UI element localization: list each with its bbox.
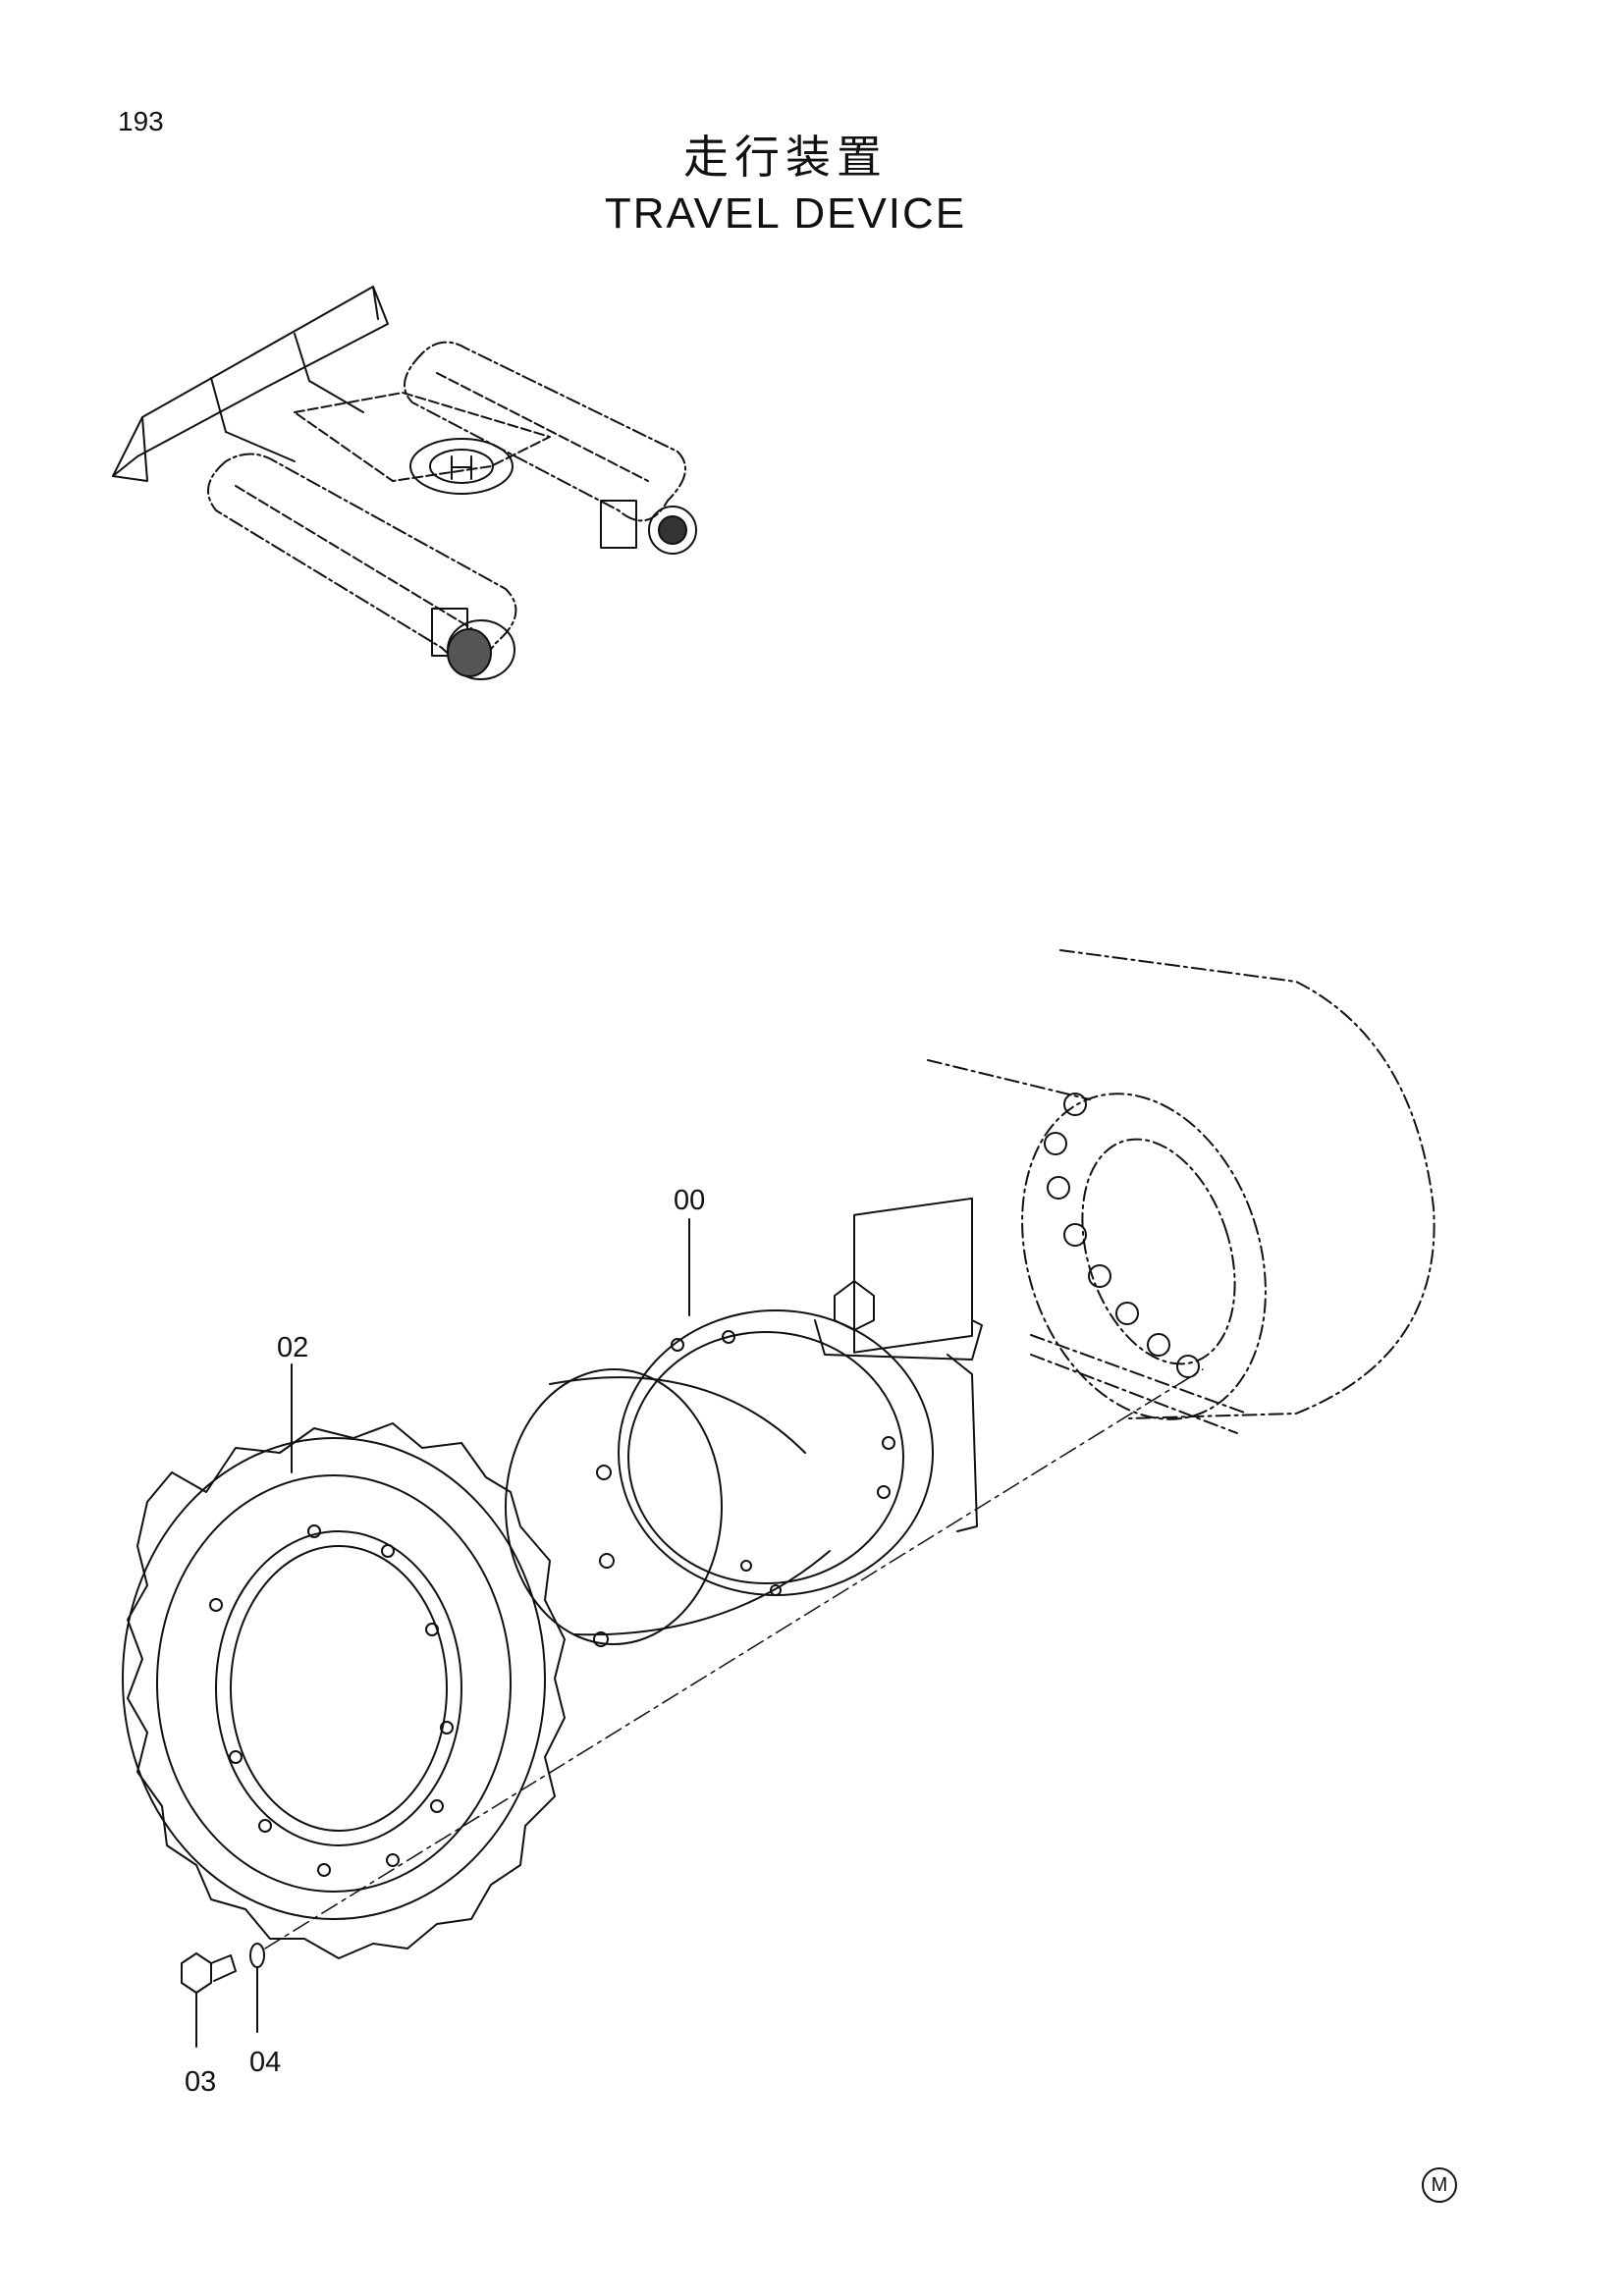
assembly-centerline: [264, 1368, 1204, 1949]
frame-bolt-holes: [1044, 1093, 1200, 1378]
travel-motor: [505, 1197, 983, 1647]
manual-mark: M: [1422, 2167, 1457, 2203]
callout-00: 00: [674, 1185, 705, 1216]
callout-leaders: [195, 1218, 690, 2048]
callout-04: 04: [249, 2047, 281, 2078]
undercarriage-overview: [112, 286, 697, 680]
callout-03: 03: [185, 2066, 216, 2098]
washer: [249, 1943, 265, 1968]
title-japanese: 走行装置: [683, 131, 888, 184]
title-english: TRAVEL DEVICE: [604, 189, 967, 238]
sprocket: [122, 1422, 566, 1959]
title-block: 走行装置 TRAVEL DEVICE: [0, 128, 1571, 241]
callout-02: 02: [277, 1332, 308, 1363]
bolt: [181, 1952, 237, 1994]
track-frame: [927, 949, 1435, 1434]
page-number: 193: [118, 106, 164, 136]
